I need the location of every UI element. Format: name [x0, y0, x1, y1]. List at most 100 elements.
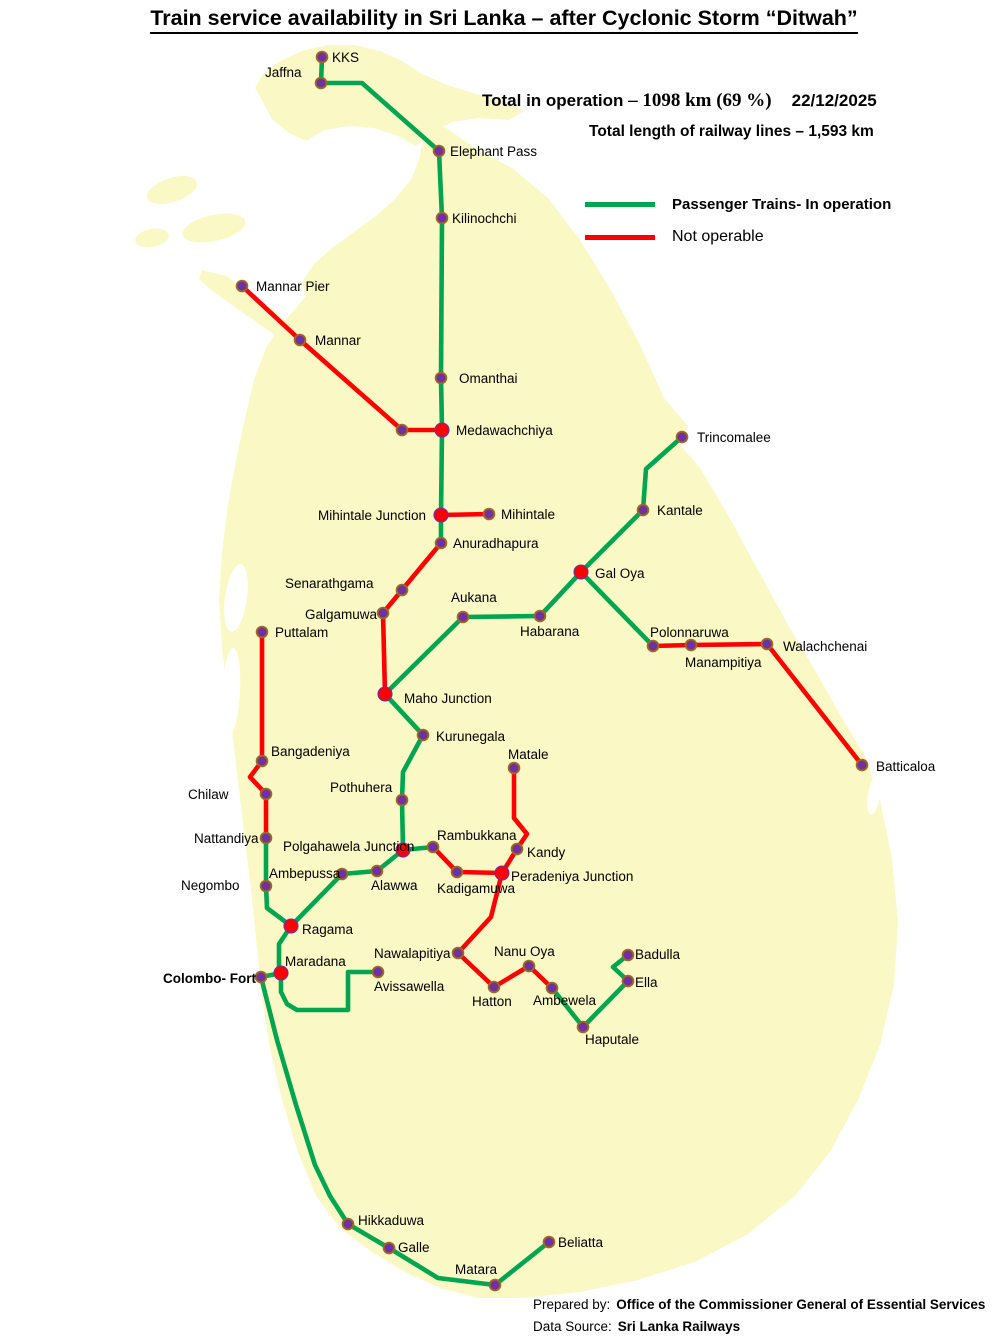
station-label-avissawella: Avissawella — [374, 979, 445, 994]
rail-segment-gal-oya-polonnaruwa — [578, 569, 656, 649]
rail-segment-elephant-pass-anuradhapura — [436, 148, 445, 546]
station-dot-manampitiya — [684, 638, 698, 652]
station-label-nanu-oya: Nanu Oya — [494, 944, 555, 959]
rail-segment-ella-badulla — [610, 952, 631, 984]
stat-date: 22/12/2025 — [791, 91, 877, 110]
station-dot-maho-junction — [377, 686, 393, 702]
station-label-ambepussa: Ambepussa — [269, 866, 341, 881]
station-label-matale: Matale — [508, 747, 549, 762]
rail-segment-hatton-nanu-oya — [491, 963, 532, 990]
station-dot-anuradhapura — [434, 536, 448, 550]
station-dot-senarathgama — [395, 583, 409, 597]
station-dot-polgahawela-junction — [395, 842, 411, 858]
station-dot-galgamuwa — [376, 606, 390, 620]
station-label-manampitiya: Manampitiya — [685, 655, 762, 670]
station-dot-batticaloa — [855, 758, 869, 772]
station-label-peradeniya-junction: Peradeniya Junction — [511, 869, 633, 884]
station-dot-aukana — [456, 610, 470, 624]
page-title-text: Train service availability in Sri Lanka … — [150, 6, 858, 34]
rail-segment-walachchenai-batticaloa — [764, 641, 865, 768]
station-dot-puttalam — [255, 625, 269, 639]
station-dot-pothuhera — [395, 793, 409, 807]
station-label-matara: Matara — [455, 1262, 498, 1277]
station-label-aukana: Aukana — [451, 590, 497, 605]
rail-segment-maradana-avissawella — [278, 969, 381, 1013]
data-source-value: Sri Lanka Railways — [617, 1319, 741, 1334]
stat-prefix: Total in operation — [482, 91, 629, 110]
station-dot-matale — [507, 761, 521, 775]
islet-2 — [135, 228, 169, 248]
station-label-beliatta: Beliatta — [558, 1235, 604, 1250]
lagoon-3 — [867, 775, 881, 815]
station-label-kks: KKS — [332, 50, 359, 65]
station-label-rambukkana: Rambukkana — [437, 828, 517, 843]
rail-segment-pothuhera-polgahawela — [399, 797, 406, 853]
station-dot-trincomalee — [675, 430, 689, 444]
station-label-elephant-pass: Elephant Pass — [450, 144, 537, 159]
footer: Prepared by:Office of the Commissioner G… — [533, 1294, 985, 1338]
station-label-colombo-fort: Colombo- Fort — [163, 971, 256, 986]
station-dot-ella — [621, 974, 635, 988]
in-operation-label: Passenger Trains- In operation — [672, 195, 892, 213]
station-dot-nanu-oya — [522, 959, 536, 973]
station-dot-galle — [382, 1241, 396, 1255]
station-label-kandy: Kandy — [527, 845, 566, 860]
station-label-polonnaruwa: Polonnaruwa — [650, 625, 729, 640]
station-dot-rambukkana — [426, 840, 440, 854]
station-dot-mihintale — [482, 507, 496, 521]
station-dot-kadigamuwa — [450, 865, 464, 879]
mannar-island — [199, 270, 296, 344]
station-dot-mannar-pier — [235, 279, 249, 293]
rail-segment-negombo-ragama — [263, 883, 294, 929]
station-label-kantale: Kantale — [657, 503, 703, 518]
rail-segment-coastal-colombo-beliatta — [258, 974, 552, 1288]
islet-1 — [182, 213, 246, 243]
prepared-by-value: Office of the Commissioner General of Es… — [616, 1297, 986, 1312]
station-dot-mihintale-junction — [433, 507, 449, 523]
station-label-maho-junction: Maho Junction — [404, 691, 492, 706]
station-dot-nawalapitiya — [451, 946, 465, 960]
station-dot-avissawella — [371, 965, 385, 979]
station-dot-walachchenai — [760, 637, 774, 651]
legend: Passenger Trains- In operation Not opera… — [585, 192, 891, 258]
station-dot-mannar — [293, 333, 307, 347]
not-operable-line-swatch — [585, 234, 655, 240]
station-dot-kilinochchi — [435, 211, 449, 225]
station-dot-kks — [315, 50, 329, 64]
station-dot-gal-oya — [573, 564, 589, 580]
lagoon-0 — [224, 564, 248, 632]
station-label-jaffna: Jaffna — [265, 65, 302, 80]
station-label-anuradhapura: Anuradhapura — [453, 536, 539, 551]
station-dot-hikkaduwa — [341, 1217, 355, 1231]
legend-row-in-operation: Passenger Trains- In operation — [585, 192, 891, 216]
station-dot-beliatta — [542, 1235, 556, 1249]
island-mainland — [219, 118, 898, 1298]
station-label-ella: Ella — [635, 975, 658, 990]
station-label-kadigamuwa: Kadigamuwa — [437, 881, 516, 896]
rail-segment-bangadeniya-chilaw — [247, 758, 269, 797]
station-dot-ambepussa — [335, 867, 349, 881]
station-label-gal-oya: Gal Oya — [595, 566, 645, 581]
station-dot-kurunegala — [416, 728, 430, 742]
station-label-mannar: Mannar — [315, 333, 361, 348]
rail-segment-mihintale-junction-mihintale — [438, 511, 492, 518]
station-label-medawachchiya: Medawachchiya — [456, 423, 553, 438]
station-dot-habarana — [533, 609, 547, 623]
station-label-negombo: Negombo — [181, 878, 240, 893]
station-dot-ambewela — [545, 981, 559, 995]
station-label-omanthai: Omanthai — [459, 371, 518, 386]
rail-segment-trincomalee-gal-oya — [578, 434, 685, 575]
station-dot-hatton — [487, 980, 501, 994]
station-label-galle: Galle — [398, 1240, 430, 1255]
station-label-bangadeniya: Bangadeniya — [271, 744, 350, 759]
station-dot-ragama — [283, 918, 299, 934]
stat-value: – 1098 km (69 %) — [628, 90, 772, 111]
station-label-mihintale-junction: Mihintale Junction — [318, 508, 426, 523]
station-dot-kantale — [636, 503, 650, 517]
rail-segment-ambepussa-ragama — [288, 871, 345, 929]
station-dot-nattandiya — [259, 831, 273, 845]
rail-segment-habarana-aukana — [460, 613, 543, 620]
legend-row-not-operable: Not operable — [585, 225, 891, 249]
data-source-label: Data Source: — [533, 1319, 612, 1334]
rail-segment-mannar-pier-medawachchiya — [239, 283, 445, 433]
